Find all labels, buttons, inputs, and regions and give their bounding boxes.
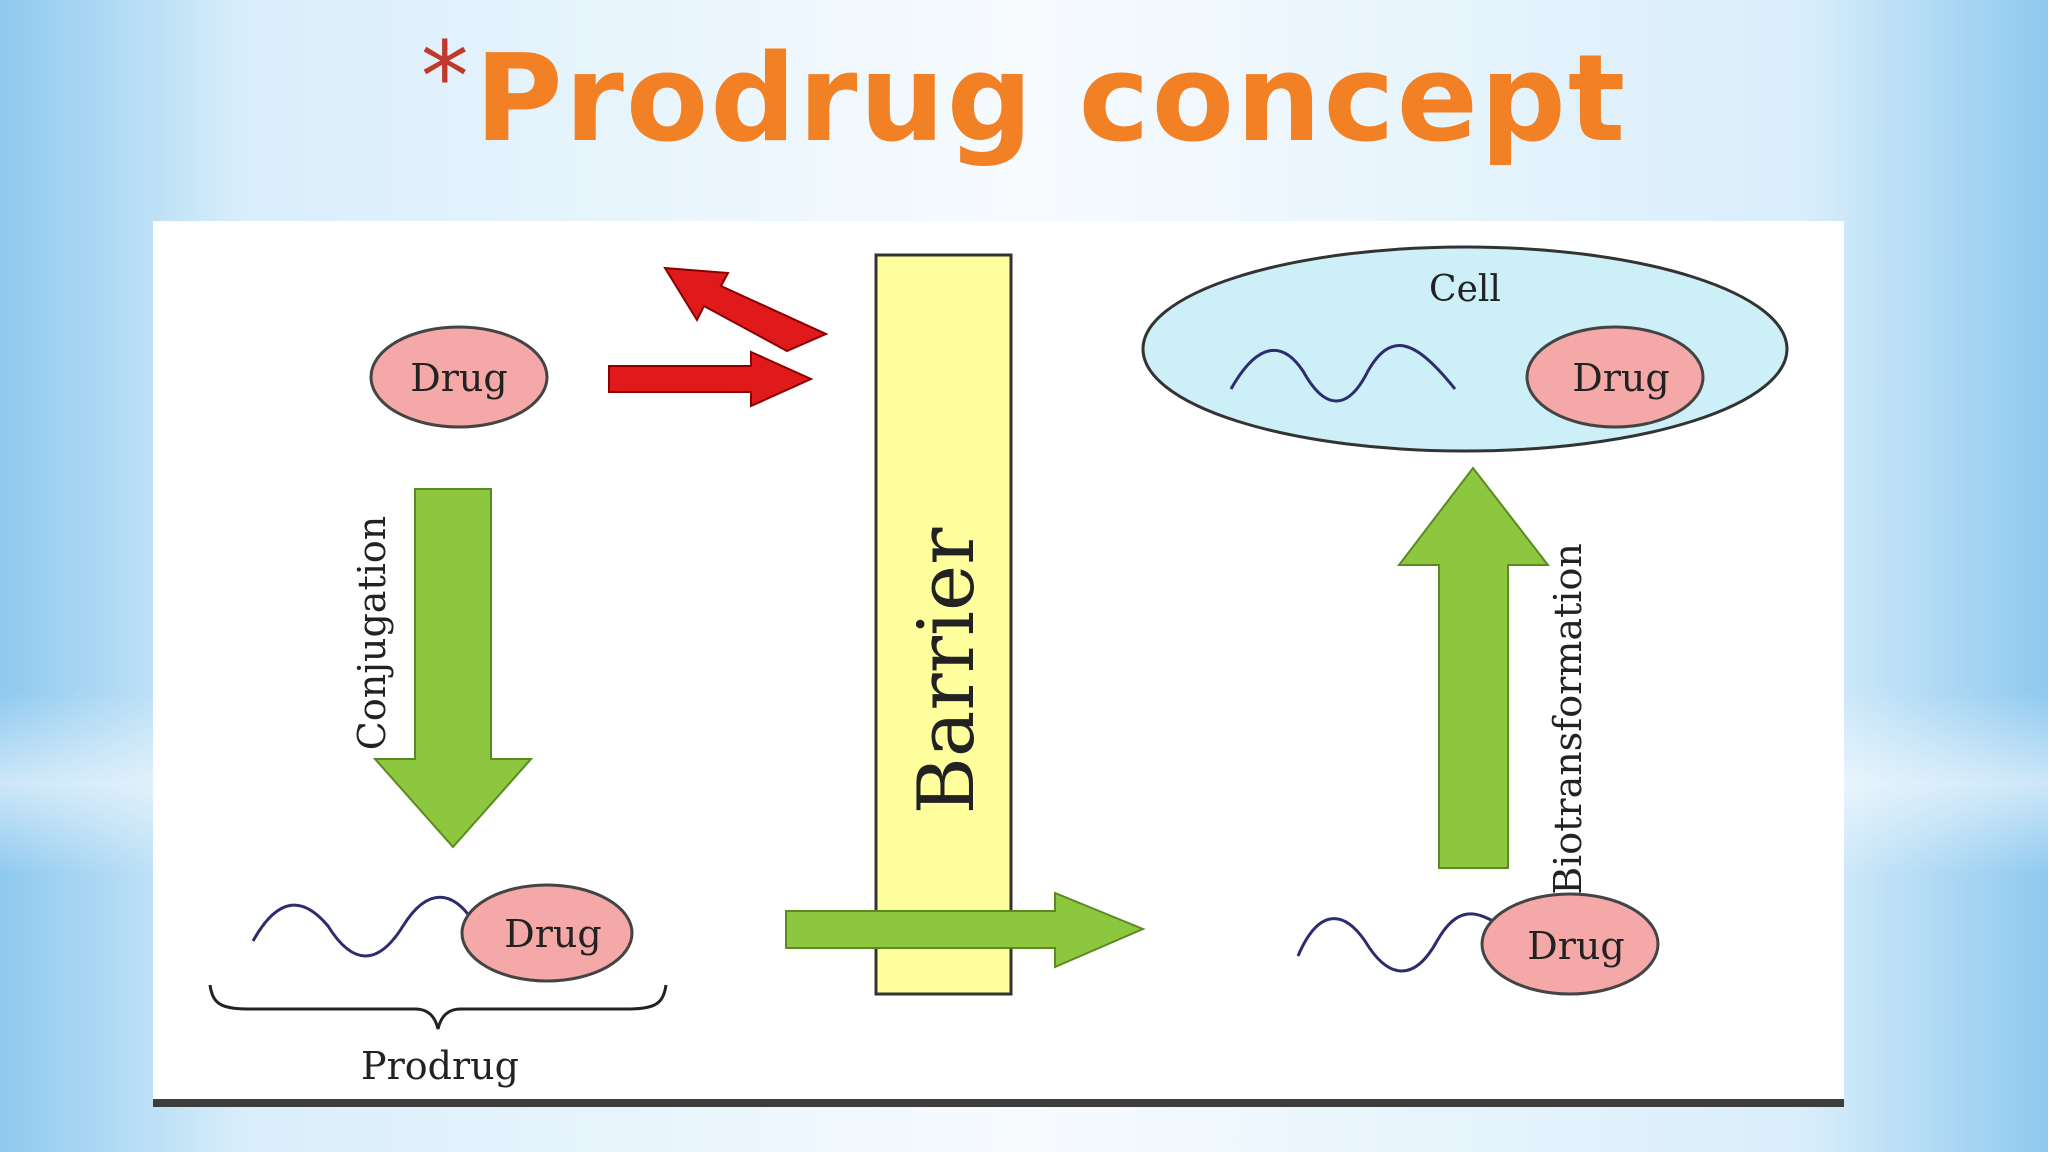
diagram-panel: Barrier Drug Conjugation Drug Prodrug Ce… bbox=[153, 221, 1844, 1107]
carrier-wave-cell bbox=[1229, 344, 1457, 403]
barrier-column bbox=[874, 253, 1013, 996]
red-arrow-deflected bbox=[663, 266, 829, 353]
carrier-wave-prodrug bbox=[251, 895, 475, 958]
drug-circle-prodrug bbox=[460, 883, 634, 983]
carrier-wave-bottom-right bbox=[1296, 912, 1504, 973]
crossing-arrow bbox=[785, 891, 1146, 969]
title-asterisk: * bbox=[420, 21, 471, 133]
prodrug-label: Prodrug bbox=[361, 1044, 519, 1088]
prodrug-brace bbox=[208, 984, 668, 1030]
conjugation-label: Conjugation bbox=[350, 516, 394, 750]
barrier-label: Barrier bbox=[902, 527, 992, 815]
cell-label: Cell bbox=[1429, 269, 1501, 310]
biotransformation-label: Biotransformation bbox=[1546, 543, 1590, 895]
drug-circle-cell bbox=[1525, 325, 1705, 429]
drug-label-cell: Drug bbox=[1572, 356, 1669, 400]
conjugation-arrow bbox=[372, 488, 534, 849]
drug-circle-bottom-right bbox=[1480, 892, 1660, 996]
biotransformation-arrow bbox=[1396, 466, 1551, 869]
slide-title: *Prodrug concept bbox=[0, 29, 2048, 160]
drug-circle-top bbox=[369, 325, 549, 429]
drug-label-prodrug: Drug bbox=[504, 912, 601, 956]
red-arrow-right bbox=[608, 350, 814, 408]
drug-label-top: Drug bbox=[410, 356, 507, 400]
title-text: Prodrug concept bbox=[474, 30, 1628, 169]
drug-label-bottom-right: Drug bbox=[1527, 924, 1624, 968]
prodrug-diagram: Barrier Drug Conjugation Drug Prodrug Ce… bbox=[208, 245, 1789, 1088]
